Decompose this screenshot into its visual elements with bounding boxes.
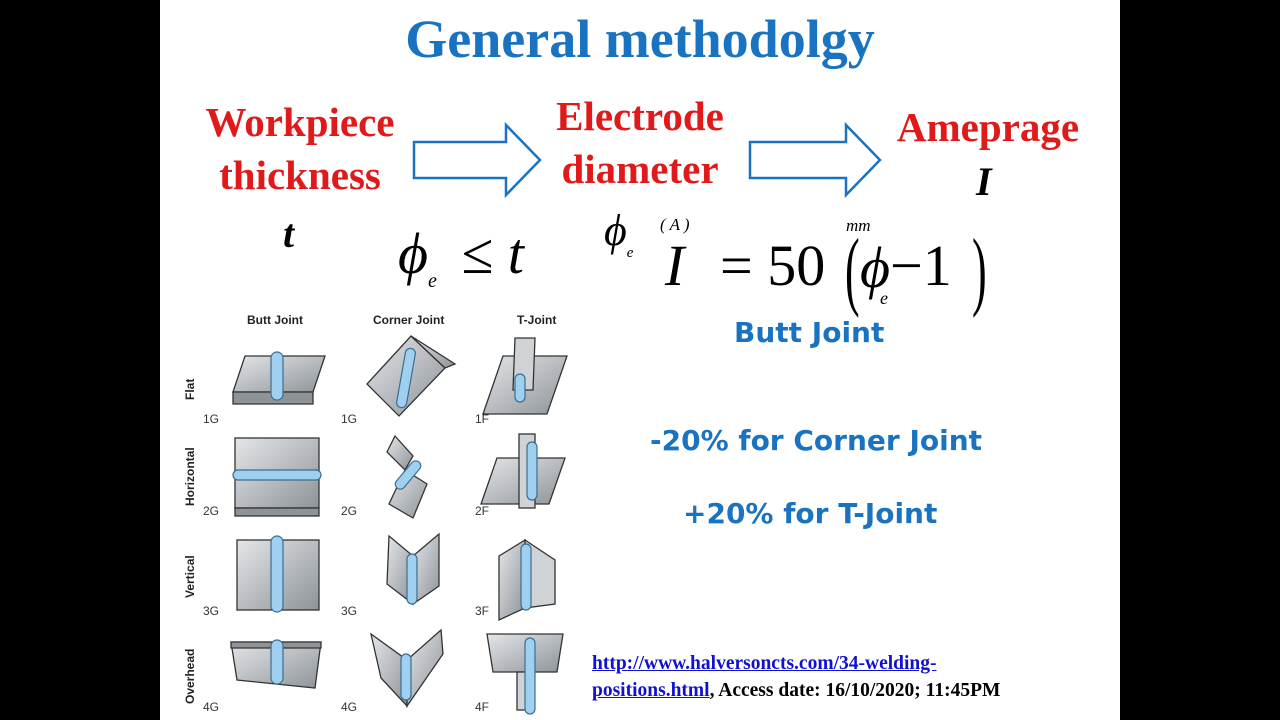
butt-joint-note: Butt Joint <box>734 316 885 349</box>
arrow-right-icon-1 <box>412 122 542 198</box>
rule-sub: e <box>428 270 437 292</box>
horizontal-butt-bead <box>232 469 322 481</box>
flat-butt-bead <box>270 351 284 401</box>
code-1f: 1F <box>475 412 490 426</box>
col-header-corner: Corner Joint <box>373 313 445 327</box>
rule-rest: ≤ t <box>461 221 524 286</box>
vertical-corner-joint <box>386 532 440 606</box>
overhead-corner-bead <box>400 653 412 701</box>
reference-link-line2[interactable]: positions.html <box>592 680 710 701</box>
current-sub: e <box>880 288 888 308</box>
col-header-tjoint: T-Joint <box>517 313 557 327</box>
electrode-line2: diameter <box>561 146 719 192</box>
paren-close: ) <box>972 222 987 319</box>
overhead-t-bead <box>524 637 536 715</box>
thickness-symbol: t <box>283 211 295 256</box>
amperage-label: Ameprage <box>896 104 1080 150</box>
paren-open: ( <box>845 222 860 319</box>
col-header-butt: Butt Joint <box>247 313 303 327</box>
horizontal-corner-bead <box>394 460 422 490</box>
current-phi: ϕ <box>860 235 891 300</box>
code-1g-butt: 1G <box>203 412 220 426</box>
code-3g-butt: 3G <box>203 604 220 618</box>
horizontal-corner-joint <box>386 434 428 519</box>
code-3f: 3F <box>475 604 490 618</box>
joint-illustrations <box>230 335 568 715</box>
code-4g-butt: 4G <box>203 700 220 714</box>
code-2g-butt: 2G <box>203 504 220 518</box>
welding-positions-figure: Butt Joint Corner Joint T-Joint Flat Hor… <box>175 308 585 720</box>
current-symbol: I <box>976 159 992 204</box>
workpiece-line1: Workpiece <box>205 99 395 145</box>
vertical-corner-bead <box>406 553 418 605</box>
current-minus-one: −1 <box>890 233 952 298</box>
access-date: , Access date: 16/10/2020; 11:45PM <box>709 680 1001 701</box>
mm-unit: mm <box>846 216 871 235</box>
diameter-phi: ϕ <box>604 206 627 255</box>
rule-phi: ϕ <box>398 221 429 286</box>
code-4g-corner: 4G <box>341 700 358 714</box>
code-2g-corner: 2G <box>341 504 358 518</box>
current-formula-lhs: I <box>665 233 685 298</box>
overhead-corner-joint <box>369 628 444 709</box>
code-4f: 4F <box>475 700 490 714</box>
current-formula-eq: = 50 <box>720 233 826 298</box>
vertical-butt-bead <box>270 535 284 613</box>
reference-link-line1[interactable]: http://www.halversoncts.com/34-welding- <box>592 653 937 674</box>
flat-corner-bead <box>396 347 416 409</box>
horizontal-t-bead <box>526 441 538 501</box>
slide: General methodolgy Workpiece thickness t… <box>160 0 1120 720</box>
flat-t-bead <box>514 373 526 403</box>
horizontal-t-joint <box>480 433 566 509</box>
code-3g-corner: 3G <box>341 604 358 618</box>
electrode-line1: Electrode <box>556 93 724 139</box>
corner-joint-note: -20% for Corner Joint <box>650 424 983 457</box>
arrow-right-icon-2 <box>748 122 882 198</box>
electrode-label: Electrode diameter <box>532 90 748 196</box>
reference: http://www.halversoncts.com/34-welding- … <box>592 650 1000 704</box>
diameter-rule-formula: ϕe ≤ t <box>398 220 524 292</box>
vertical-t-bead <box>520 543 532 611</box>
code-1g-corner: 1G <box>341 412 358 426</box>
workpiece-line2: thickness <box>219 152 381 198</box>
diameter-sub: e <box>626 245 634 261</box>
overhead-butt-bead <box>270 639 284 685</box>
diameter-symbol: ϕe <box>604 205 633 261</box>
flat-t-joint <box>482 337 568 415</box>
workpiece-label: Workpiece thickness <box>180 96 420 202</box>
code-2f: 2F <box>475 504 490 518</box>
slide-title: General methodolgy <box>405 9 875 69</box>
ampere-unit: ( A ) <box>660 215 690 234</box>
t-joint-note: +20% for T-Joint <box>683 497 938 530</box>
